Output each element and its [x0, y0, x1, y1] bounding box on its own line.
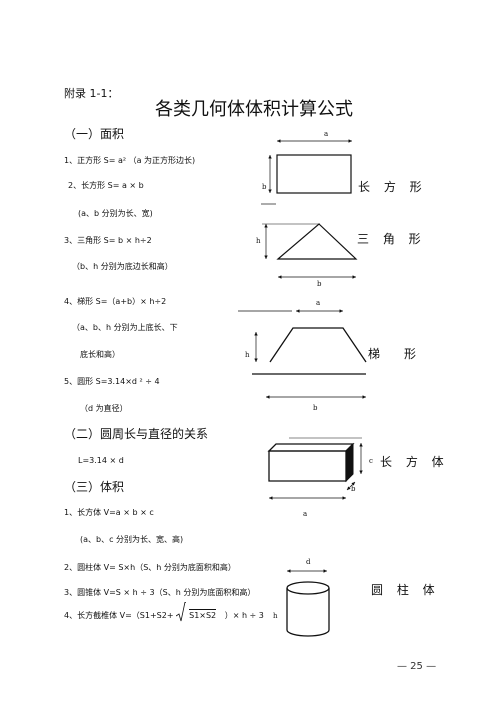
formula-triangle: 3、三角形 S= b × h÷2 [64, 236, 152, 245]
formula-cuboid: 1、长方体 V=a × b × c [64, 508, 154, 517]
appendix-label: 附录 1-1： [64, 87, 119, 100]
formula-trapezoid-note-2: 底长和高） [80, 350, 120, 359]
cylinder-figure [286, 569, 330, 637]
formula-rectangle: 2、长方形 S= a × b [68, 181, 144, 190]
formula-circle-note: （d 为直径） [80, 404, 128, 413]
formula-square: 1、正方形 S= a² （a 为正方形边长) [64, 156, 196, 165]
trapezoid-dim-b: b [313, 404, 318, 412]
formula-circle: 5、圆形 S=3.14×d ² ÷ 4 [64, 377, 160, 386]
radicand: S1×S2 [189, 609, 217, 620]
formula-rectangle-note: (a、b 分别为长、宽) [78, 209, 153, 218]
rectangle-figure [261, 139, 352, 205]
label-cuboid: 长 方 体 [380, 455, 449, 469]
formula-frustum-radical: S1×S2 [176, 602, 217, 622]
cylinder-dim-h: h [273, 612, 278, 620]
cuboid-dim-a: a [303, 510, 308, 518]
formula-frustum-end: ）× h ÷ 3 [224, 611, 264, 620]
section-area-heading: （一）面积 [64, 127, 125, 141]
formula-circumference: L=3.14 × d [78, 456, 124, 465]
formula-cone: 3、圆锥体 V=S × h ÷ 3（S、h 分别为底面积和高） [64, 588, 256, 597]
formula-triangle-note: （b、h 分别为底边长和高） [72, 262, 173, 271]
rect-dim-b: b [262, 183, 267, 191]
label-trapezoid: 梯 形 [368, 347, 417, 361]
formula-trapezoid-note-1: （a、b、h 分别为上底长、下 [72, 323, 178, 332]
page-title: 各类几何体体积计算公式 [155, 99, 353, 120]
formula-cuboid-note: (a、b、c 分别为长、宽、高) [80, 535, 184, 544]
formula-frustum: 4、长方截椎体 V=（S1+S2+ S1×S2 ）× h ÷ 3 [64, 602, 264, 622]
section-volume-heading: （三）体积 [64, 480, 125, 494]
section-circumference-heading: （二）圆周长与直径的关系 [64, 427, 209, 441]
cuboid-figure [267, 437, 363, 500]
radical-sign [176, 602, 187, 622]
trapezoid-dim-h: h [245, 351, 250, 359]
label-cylinder: 圆 柱 体 [371, 583, 440, 597]
formula-trapezoid: 4、梯形 S=（a+b）× h÷2 [64, 297, 167, 306]
formula-cylinder: 2、圆柱体 V= S×h（S、h 分别为底面积和高） [64, 563, 236, 572]
rect-dim-a: a [324, 130, 329, 138]
page-number: — 25 — [397, 661, 437, 672]
label-rectangle: 长 方 形 [358, 180, 427, 194]
triangle-dim-h: h [256, 237, 261, 245]
cuboid-dim-c: c [369, 457, 373, 465]
label-triangle: 三 角 形 [357, 232, 426, 246]
trapezoid-figure [238, 309, 367, 399]
triangle-dim-b: b [317, 280, 322, 288]
formula-frustum-start: 4、长方截椎体 V=（S1+S2+ [64, 611, 174, 620]
cylinder-dim-d: d [306, 558, 311, 566]
triangle-figure [262, 223, 358, 279]
trapezoid-dim-a: a [316, 299, 321, 307]
